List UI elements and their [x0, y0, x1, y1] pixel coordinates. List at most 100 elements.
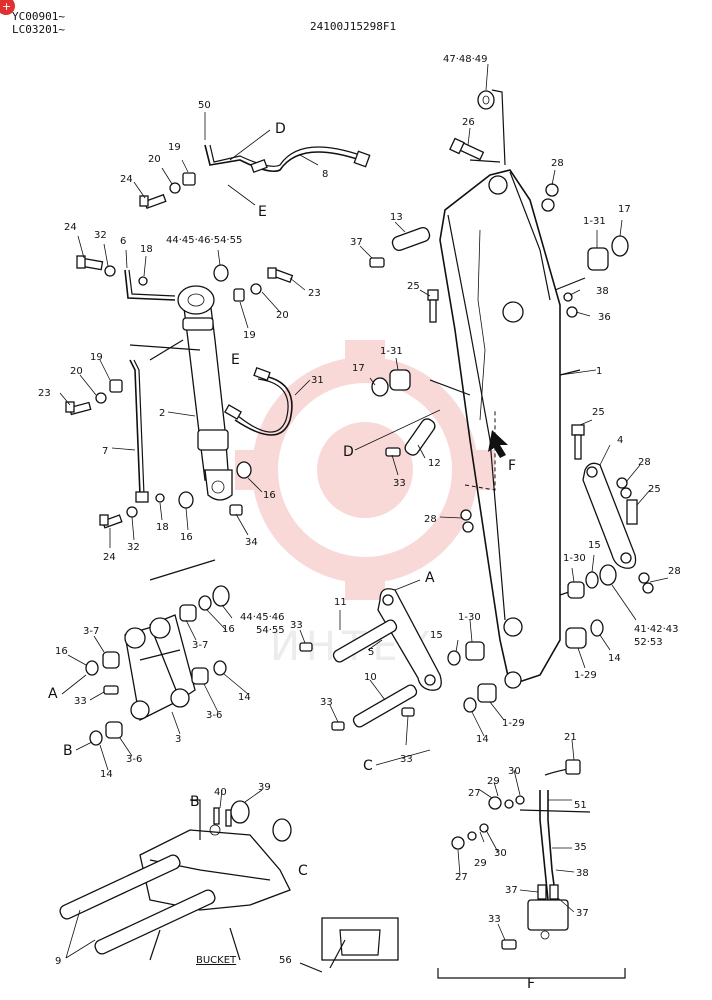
- pins-40: [213, 807, 232, 827]
- pin-12: [404, 418, 436, 456]
- label-29-a: 29: [487, 776, 500, 787]
- label-30-b: 30: [494, 848, 507, 859]
- label-27-a: 27: [468, 788, 481, 799]
- seal-14-mid: [463, 697, 477, 713]
- label-1-29-b: 1-29: [502, 718, 525, 729]
- callout-b-left: B: [63, 743, 73, 759]
- hose-31: [224, 367, 293, 436]
- nuts-28-mid: [460, 509, 474, 533]
- label-1-31-a: 1-31: [583, 216, 606, 227]
- fitting-18-b: [155, 493, 165, 503]
- bracket-3: [124, 559, 216, 721]
- bolt-26: [449, 137, 485, 161]
- label-8: 8: [322, 169, 328, 180]
- label-41-42-43: 41·42·43: [634, 624, 679, 635]
- label-14-c: 14: [100, 769, 113, 780]
- seal-14-right: [590, 619, 604, 637]
- label-14-d: 14: [476, 734, 489, 745]
- label-13: 13: [390, 212, 403, 223]
- label-3-6-a: 3-6: [206, 710, 222, 721]
- label-37-a: 37: [350, 237, 363, 248]
- label-19-c: 19: [90, 352, 103, 363]
- label-38-a: 38: [596, 286, 609, 297]
- label-37-b: 37: [505, 885, 518, 896]
- label-27-b: 27: [455, 872, 468, 883]
- label-26: 26: [462, 117, 475, 128]
- label-32-a: 32: [94, 230, 107, 241]
- label-1: 1: [596, 366, 602, 377]
- grease-fitting-33-a: [385, 447, 401, 457]
- nuts-28-top: [541, 183, 559, 212]
- label-33-a: 33: [393, 478, 406, 489]
- seal-14-c: [89, 730, 103, 746]
- label-28-c: 28: [424, 514, 437, 525]
- pipe-7: [129, 359, 149, 503]
- label-19-b: 19: [243, 330, 256, 341]
- label-20-a: 20: [148, 154, 161, 165]
- label-28-b: 28: [638, 457, 651, 468]
- label-12: 12: [428, 458, 441, 469]
- label-16-b: 16: [180, 532, 193, 543]
- drawing-number: 24100J15298F1: [310, 20, 396, 33]
- bucket-label: BUCKET: [196, 955, 237, 966]
- bushing-3-7-b: [179, 604, 197, 622]
- label-15-a: 15: [588, 540, 601, 551]
- fitting-33-f: [501, 939, 517, 950]
- label-4: 4: [617, 435, 623, 446]
- label-2: 2: [159, 408, 165, 419]
- view-arrow-f: [488, 430, 508, 458]
- fitting-34: [229, 504, 243, 516]
- clip-19-b: [233, 288, 245, 302]
- grease-fitting-33-c: [331, 721, 345, 731]
- hose-8: [204, 144, 371, 173]
- bushing-1-31-mid: [389, 369, 411, 391]
- label-23-b: 23: [38, 388, 51, 399]
- washer-29-a: [504, 799, 514, 809]
- link-5: [377, 588, 442, 691]
- seal-14-b: [213, 660, 227, 676]
- bolt-24-c: [99, 514, 123, 529]
- label-14-a: 14: [608, 653, 621, 664]
- washer-20-c: [95, 392, 107, 404]
- seal-16-d: [198, 595, 212, 611]
- label-3: 3: [175, 734, 181, 745]
- fitting-18-a: [138, 276, 148, 286]
- bolt-24-b: [76, 255, 104, 271]
- label-44-45-46: 44·45·46: [240, 612, 285, 623]
- label-24-a: 24: [120, 174, 133, 185]
- pin-13: [391, 226, 431, 252]
- label-36: 36: [598, 312, 611, 323]
- label-24-c: 24: [103, 552, 116, 563]
- label-1-30-a: 1-30: [563, 553, 586, 564]
- badge-text: +: [2, 0, 11, 13]
- washer-47-48-49: [477, 90, 495, 110]
- bushing-1-30-mid: [465, 641, 485, 661]
- label-9: 9: [55, 956, 61, 967]
- label-3-7-a: 3-7: [83, 626, 99, 637]
- callout-f-bottom: F: [527, 976, 535, 992]
- label-16-c: 16: [55, 646, 68, 657]
- callout-e-mid: E: [231, 352, 240, 368]
- label-18-a: 18: [140, 244, 153, 255]
- callout-f-mid: F: [508, 458, 516, 474]
- label-18-b: 18: [156, 522, 169, 533]
- label-31: 31: [311, 375, 324, 386]
- bolt-23-b: [65, 401, 92, 416]
- nuts-28-right: [616, 477, 654, 594]
- clip-19-c: [109, 379, 123, 393]
- bolt-24-a: [139, 193, 167, 210]
- label-29-b: 29: [474, 858, 487, 869]
- boom-assembly: [429, 89, 586, 689]
- washer-16-b: [178, 491, 194, 509]
- bolt-25-boom: [427, 289, 439, 323]
- label-25-a: 25: [407, 281, 420, 292]
- grease-fitting-33-e: [103, 685, 119, 695]
- label-28-d: 28: [668, 566, 681, 577]
- ring-44-46: [212, 585, 230, 607]
- label-56: 56: [279, 955, 292, 966]
- bushing-1-31-top: [587, 247, 609, 271]
- label-10: 10: [364, 672, 377, 683]
- label-30-a: 30: [508, 766, 521, 777]
- callout-a-mid: A: [425, 570, 435, 586]
- bucket-linkage: [59, 799, 291, 961]
